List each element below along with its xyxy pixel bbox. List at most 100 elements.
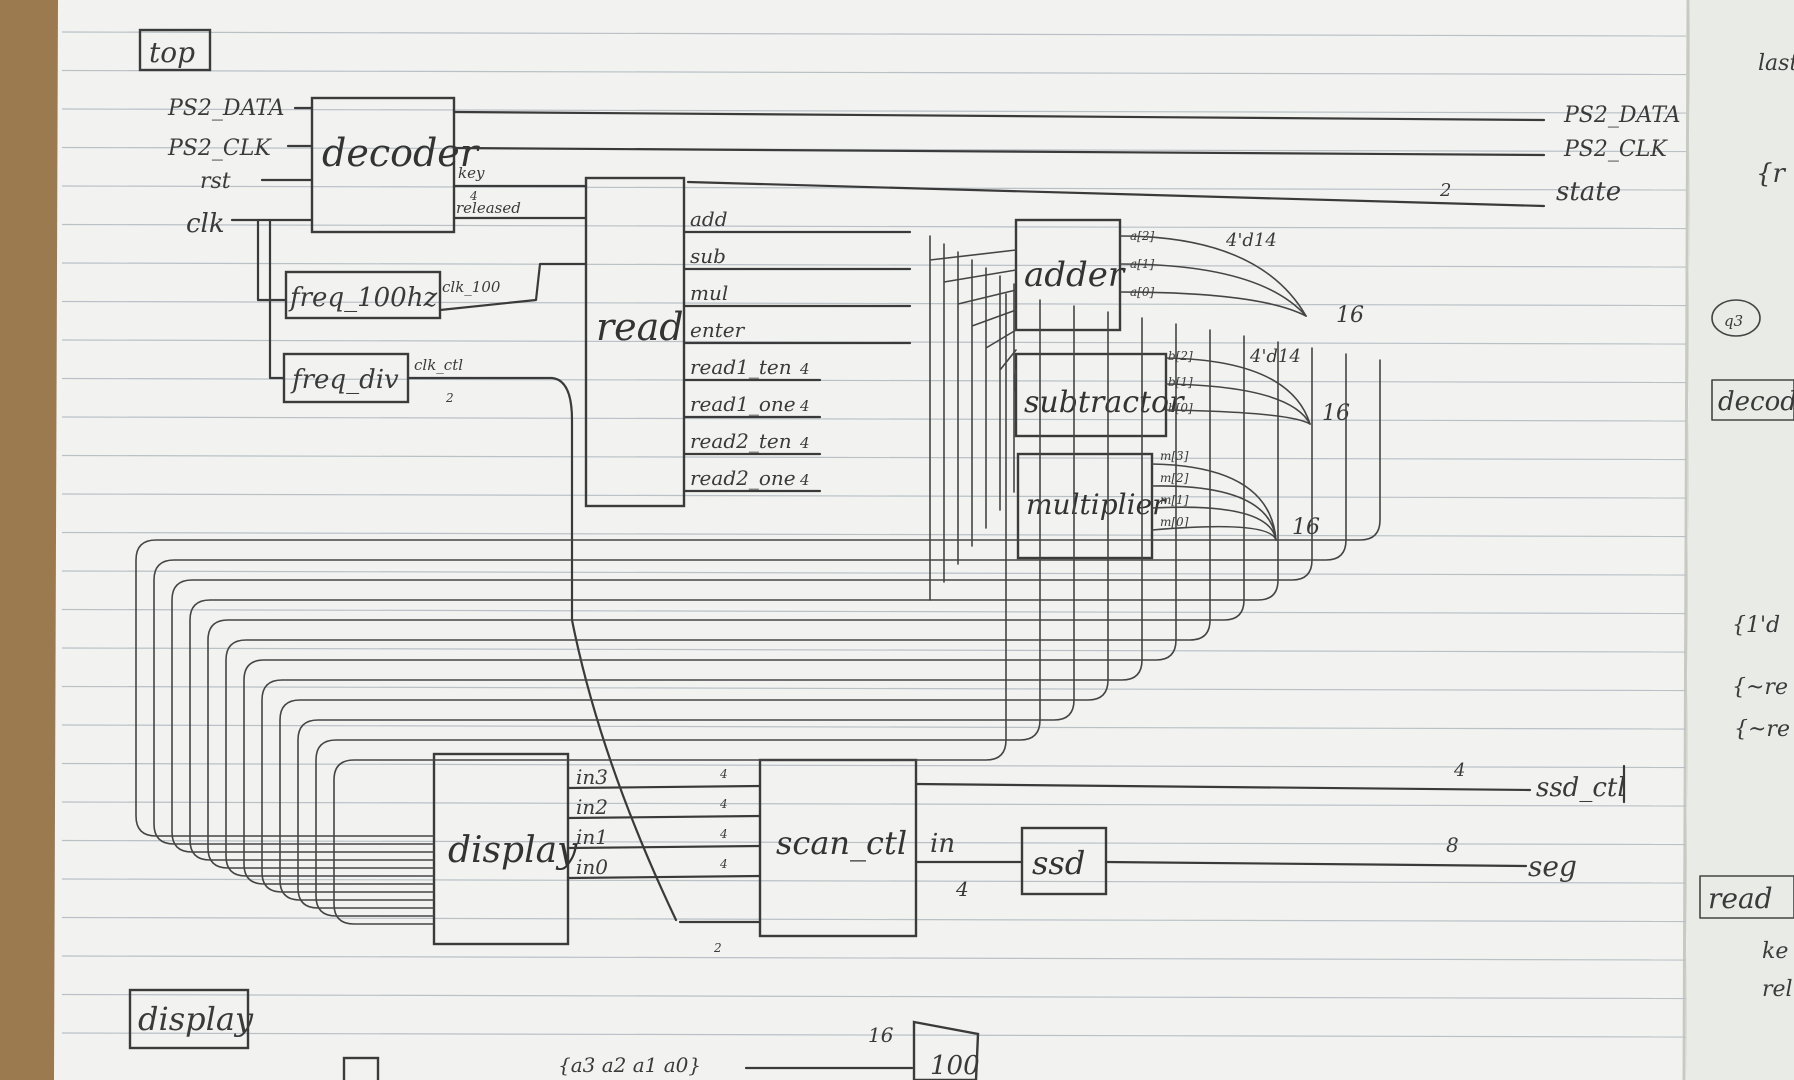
- ruled-line: [61, 762, 1687, 769]
- feedback-bus: [261, 317, 1143, 893]
- ruled-line: [61, 300, 1687, 307]
- clk-ctl-label: clk_ctl: [414, 356, 463, 374]
- read-width-label: 4: [799, 434, 810, 452]
- decoder-module: decoder: [310, 96, 481, 234]
- display-module: display: [432, 752, 578, 946]
- subtractor-module: subtractor: [1014, 352, 1185, 438]
- clk-100-label: clk_100: [442, 278, 501, 296]
- ruled-line: [61, 377, 1687, 384]
- sub-out-wire: [1165, 383, 1311, 425]
- feedback-bus: [171, 347, 1313, 853]
- adder-bus-width: 16: [1336, 303, 1364, 328]
- read-width-label: 4: [799, 471, 810, 489]
- scan-in-width: 4: [955, 877, 969, 901]
- clk-ctl-width: 2: [445, 391, 454, 405]
- ruled-line: [61, 685, 1687, 692]
- operand-wire: [943, 243, 1017, 583]
- mul-out-0: m[3]: [1160, 449, 1189, 463]
- display-out-2: in1: [576, 825, 608, 849]
- freq-div-label: freq_div: [290, 365, 399, 395]
- ruled-line: [61, 262, 1687, 268]
- margin-note-3: q3: [1724, 312, 1743, 330]
- margin-note-4: decod: [1718, 387, 1794, 417]
- output-state: state: [1556, 177, 1621, 207]
- display-label: display: [448, 830, 578, 871]
- input-rst: rst: [200, 169, 231, 194]
- state-width: 2: [1439, 180, 1451, 201]
- ruled-line: [61, 108, 1687, 114]
- margin-note-8: read: [1708, 882, 1773, 915]
- sub-out-2: b[0]: [1168, 401, 1193, 415]
- bottom-concat: {a3 a2 a1 a0}: [558, 1053, 701, 1077]
- display-out-3: in0: [576, 855, 608, 879]
- display-out-width: 4: [719, 857, 728, 871]
- read-out-2: mul: [690, 281, 728, 305]
- ruled-line: [61, 146, 1687, 153]
- ruled-line: [61, 493, 1687, 499]
- margin-circle: [1711, 299, 1761, 337]
- mul-out-wire: [1151, 463, 1277, 541]
- read-out-7: read2_one: [690, 466, 796, 490]
- sub-out-0: b[2]: [1168, 349, 1193, 363]
- input-ps2-clk: PS2_CLK: [167, 136, 272, 161]
- read-out-6: read2_ten: [690, 429, 792, 453]
- sub-out-wire: [1165, 357, 1311, 425]
- feedback-bus: [135, 359, 1381, 837]
- feedback-bus: [189, 341, 1279, 861]
- margin-note-7: {~re: [1734, 717, 1790, 742]
- ruled-line: [61, 993, 1687, 1000]
- ruled-line: [61, 608, 1687, 615]
- right-page: [1686, 0, 1794, 1080]
- ruled-line: [61, 647, 1687, 653]
- ruled-line: [61, 454, 1687, 461]
- sub-out-wire: [1165, 409, 1311, 425]
- mul-out-1: m[2]: [1160, 471, 1189, 485]
- scan-ctl-label: scan_ctl: [776, 824, 907, 862]
- display-out-wire: [566, 874, 762, 880]
- right-margin-notes: last {r q3 decod {1'd {~re {~re read ke …: [1699, 51, 1794, 1002]
- adder-const: 4'd14: [1225, 230, 1277, 251]
- decoder-label: decoder: [322, 131, 481, 175]
- feedback-bus: [279, 311, 1109, 901]
- ruled-line: [61, 801, 1687, 807]
- mul-out-2: m[1]: [1160, 493, 1189, 507]
- display-out-0: in3: [576, 765, 608, 789]
- feedback-bus: [243, 323, 1177, 885]
- freq-100hz-module: freq_100hz: [284, 270, 442, 320]
- read-width-label: 4: [799, 397, 810, 415]
- ruled-line: [61, 724, 1687, 730]
- read-out-4: read1_ten: [690, 355, 792, 379]
- multiplier-module: multiplier: [1016, 452, 1167, 560]
- ruled-line: [61, 531, 1687, 538]
- adder-out-wire: [1119, 291, 1307, 317]
- ruled-line: [61, 878, 1687, 884]
- multiplier-label: multiplier: [1026, 488, 1167, 521]
- section-top-label: top: [149, 36, 195, 69]
- output-seg: seg: [1528, 850, 1577, 883]
- operand-wire: [985, 267, 1017, 529]
- section-display-label: display: [138, 1000, 254, 1038]
- read-out-1: sub: [690, 244, 726, 268]
- read-out-3: enter: [690, 318, 746, 342]
- ruled-line: [61, 916, 1687, 923]
- output-ps2-data: PS2_DATA: [1563, 103, 1681, 128]
- feedback-bus: [315, 299, 1041, 917]
- feedback-bus: [333, 293, 1007, 925]
- sub-out-1: b[1]: [1168, 375, 1193, 389]
- scan-in-label: in: [930, 829, 955, 859]
- operand-wire: [1013, 283, 1017, 493]
- ruled-line: [61, 416, 1687, 422]
- section-tag-display: display: [128, 988, 254, 1050]
- display-out-width: 4: [719, 827, 728, 841]
- scan-clk-width: 2: [713, 941, 722, 955]
- bottom-width: 16: [868, 1023, 894, 1047]
- mul-out-wire: [1151, 506, 1277, 541]
- seg-width: 8: [1446, 833, 1459, 857]
- input-clk: clk: [186, 209, 225, 239]
- adder-out-wire: [1119, 263, 1307, 317]
- input-ps2-data: PS2_DATA: [167, 96, 285, 121]
- read-width-label: 4: [799, 360, 810, 378]
- ruled-line: [61, 1032, 1687, 1038]
